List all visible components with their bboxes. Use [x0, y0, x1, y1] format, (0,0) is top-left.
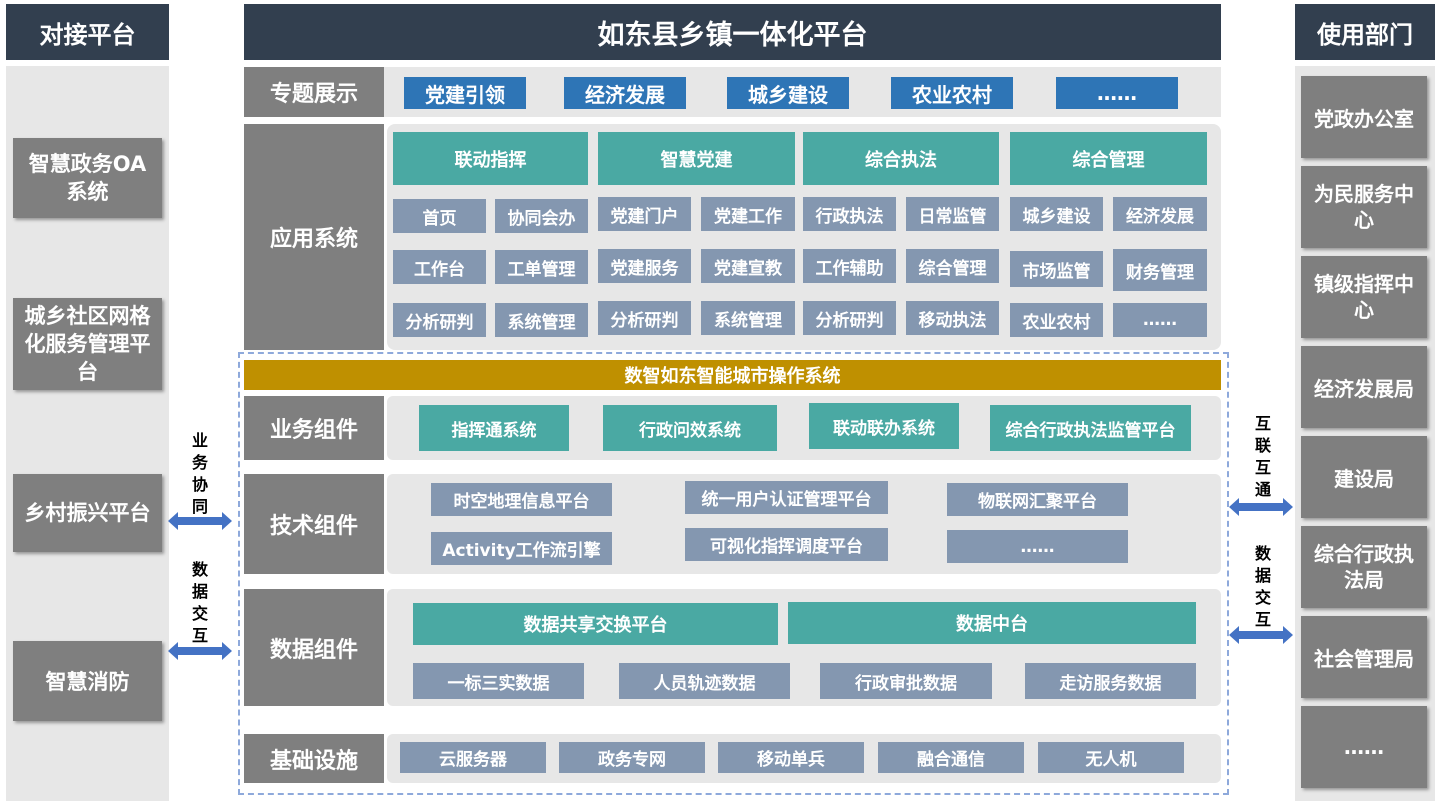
data-item: 一标三实数据 — [413, 663, 584, 699]
app-item: 协同会办 — [495, 199, 588, 233]
app-item: …… — [1113, 303, 1207, 337]
data-item: 人员轨迹数据 — [619, 663, 790, 699]
dept-item: 党政办公室 — [1301, 76, 1427, 158]
data-item: 行政审批数据 — [820, 663, 992, 699]
app-item: 日常监管 — [906, 197, 999, 231]
left-label-business: 业务协同 — [191, 431, 208, 516]
app-item: 工作台 — [393, 250, 486, 284]
infra-item: 云服务器 — [400, 742, 546, 773]
tech-item: 物联网汇聚平台 — [947, 483, 1128, 516]
app-item: 行政执法 — [803, 197, 896, 231]
left-item-grid: 城乡社区网格化服务管理平台 — [13, 298, 162, 390]
right-label-data: 数据交互 — [1254, 544, 1271, 629]
infra-item: 融合通信 — [878, 742, 1024, 773]
infra-item: 政务专网 — [559, 742, 705, 773]
app-item: 党建宣教 — [701, 249, 795, 283]
app-item: 首页 — [393, 199, 486, 233]
app-item: 财务管理 — [1113, 249, 1207, 291]
infra-item: 移动单兵 — [718, 742, 864, 773]
topic-urban: 城乡建设 — [727, 77, 849, 109]
right-arrow-top — [1229, 498, 1293, 516]
topic-economy: 经济发展 — [564, 77, 686, 109]
left-item-fire: 智慧消防 — [13, 641, 162, 721]
app-item: 党建服务 — [598, 249, 691, 283]
dept-item: 经济发展局 — [1301, 346, 1427, 428]
left-header: 对接平台 — [6, 4, 169, 60]
data-item: 走访服务数据 — [1025, 663, 1196, 699]
left-label-data: 数据交互 — [191, 560, 208, 645]
app-item: 工单管理 — [495, 250, 588, 284]
infra-label: 基础设施 — [244, 734, 384, 783]
app-item: 党建工作 — [701, 197, 795, 231]
data-top-item: 数据中台 — [788, 602, 1196, 644]
app-item: 系统管理 — [495, 303, 588, 337]
infra-item: 无人机 — [1038, 742, 1184, 773]
tech-item: 时空地理信息平台 — [431, 483, 612, 516]
os-frame — [238, 352, 1229, 795]
left-arrow-top — [168, 512, 232, 530]
topic-party: 党建引领 — [404, 77, 526, 109]
business-item: 行政问效系统 — [603, 405, 777, 451]
app-group-enforcement: 综合执法 — [803, 132, 999, 185]
main-title: 如东县乡镇一体化平台 — [244, 4, 1221, 60]
app-group-command: 联动指挥 — [393, 132, 588, 185]
topic-agriculture: 农业农村 — [891, 77, 1013, 109]
dept-item: 建设局 — [1301, 436, 1427, 518]
left-item-oa: 智慧政务OA系统 — [13, 138, 162, 218]
business-label: 业务组件 — [244, 396, 384, 460]
tech-item: 可视化指挥调度平台 — [685, 528, 888, 561]
topic-more: …… — [1056, 77, 1178, 109]
app-item: 分析研判 — [393, 303, 486, 337]
tech-item: Activity工作流引擎 — [431, 532, 612, 565]
dept-item: 为民服务中心 — [1301, 166, 1427, 248]
left-item-village: 乡村振兴平台 — [13, 474, 162, 552]
business-item: 综合行政执法监管平台 — [990, 405, 1191, 451]
app-item: 经济发展 — [1113, 197, 1207, 231]
os-bar: 数智如东智能城市操作系统 — [244, 360, 1221, 390]
app-item: 移动执法 — [906, 301, 999, 335]
apps-label: 应用系统 — [244, 124, 384, 350]
tech-item: …… — [947, 530, 1128, 563]
business-item: 联动联办系统 — [809, 403, 959, 449]
app-group-party: 智慧党建 — [598, 132, 795, 185]
app-item: 分析研判 — [803, 301, 896, 335]
app-item: 城乡建设 — [1010, 197, 1103, 231]
right-header: 使用部门 — [1295, 4, 1435, 60]
dept-item: 综合行政执法局 — [1301, 526, 1427, 608]
topics-label: 专题展示 — [244, 67, 384, 117]
tech-label: 技术组件 — [244, 474, 384, 574]
app-group-management: 综合管理 — [1010, 132, 1207, 185]
tech-item: 统一用户认证管理平台 — [685, 481, 888, 514]
dept-item: …… — [1301, 706, 1427, 788]
app-item: 系统管理 — [701, 301, 795, 335]
left-arrow-bottom — [168, 642, 232, 660]
data-label: 数据组件 — [244, 589, 384, 706]
data-top-item: 数据共享交换平台 — [413, 603, 778, 645]
app-item: 农业农村 — [1010, 303, 1103, 337]
app-item: 综合管理 — [906, 249, 999, 283]
app-item: 市场监管 — [1010, 251, 1103, 287]
app-item: 分析研判 — [598, 301, 691, 335]
dept-item: 社会管理局 — [1301, 616, 1427, 698]
business-item: 指挥通系统 — [419, 405, 569, 451]
right-arrow-bottom — [1229, 626, 1293, 644]
dept-item: 镇级指挥中心 — [1301, 256, 1427, 338]
right-label-connect: 互联互通 — [1254, 414, 1271, 499]
app-item: 工作辅助 — [803, 249, 896, 283]
app-item: 党建门户 — [598, 197, 691, 231]
